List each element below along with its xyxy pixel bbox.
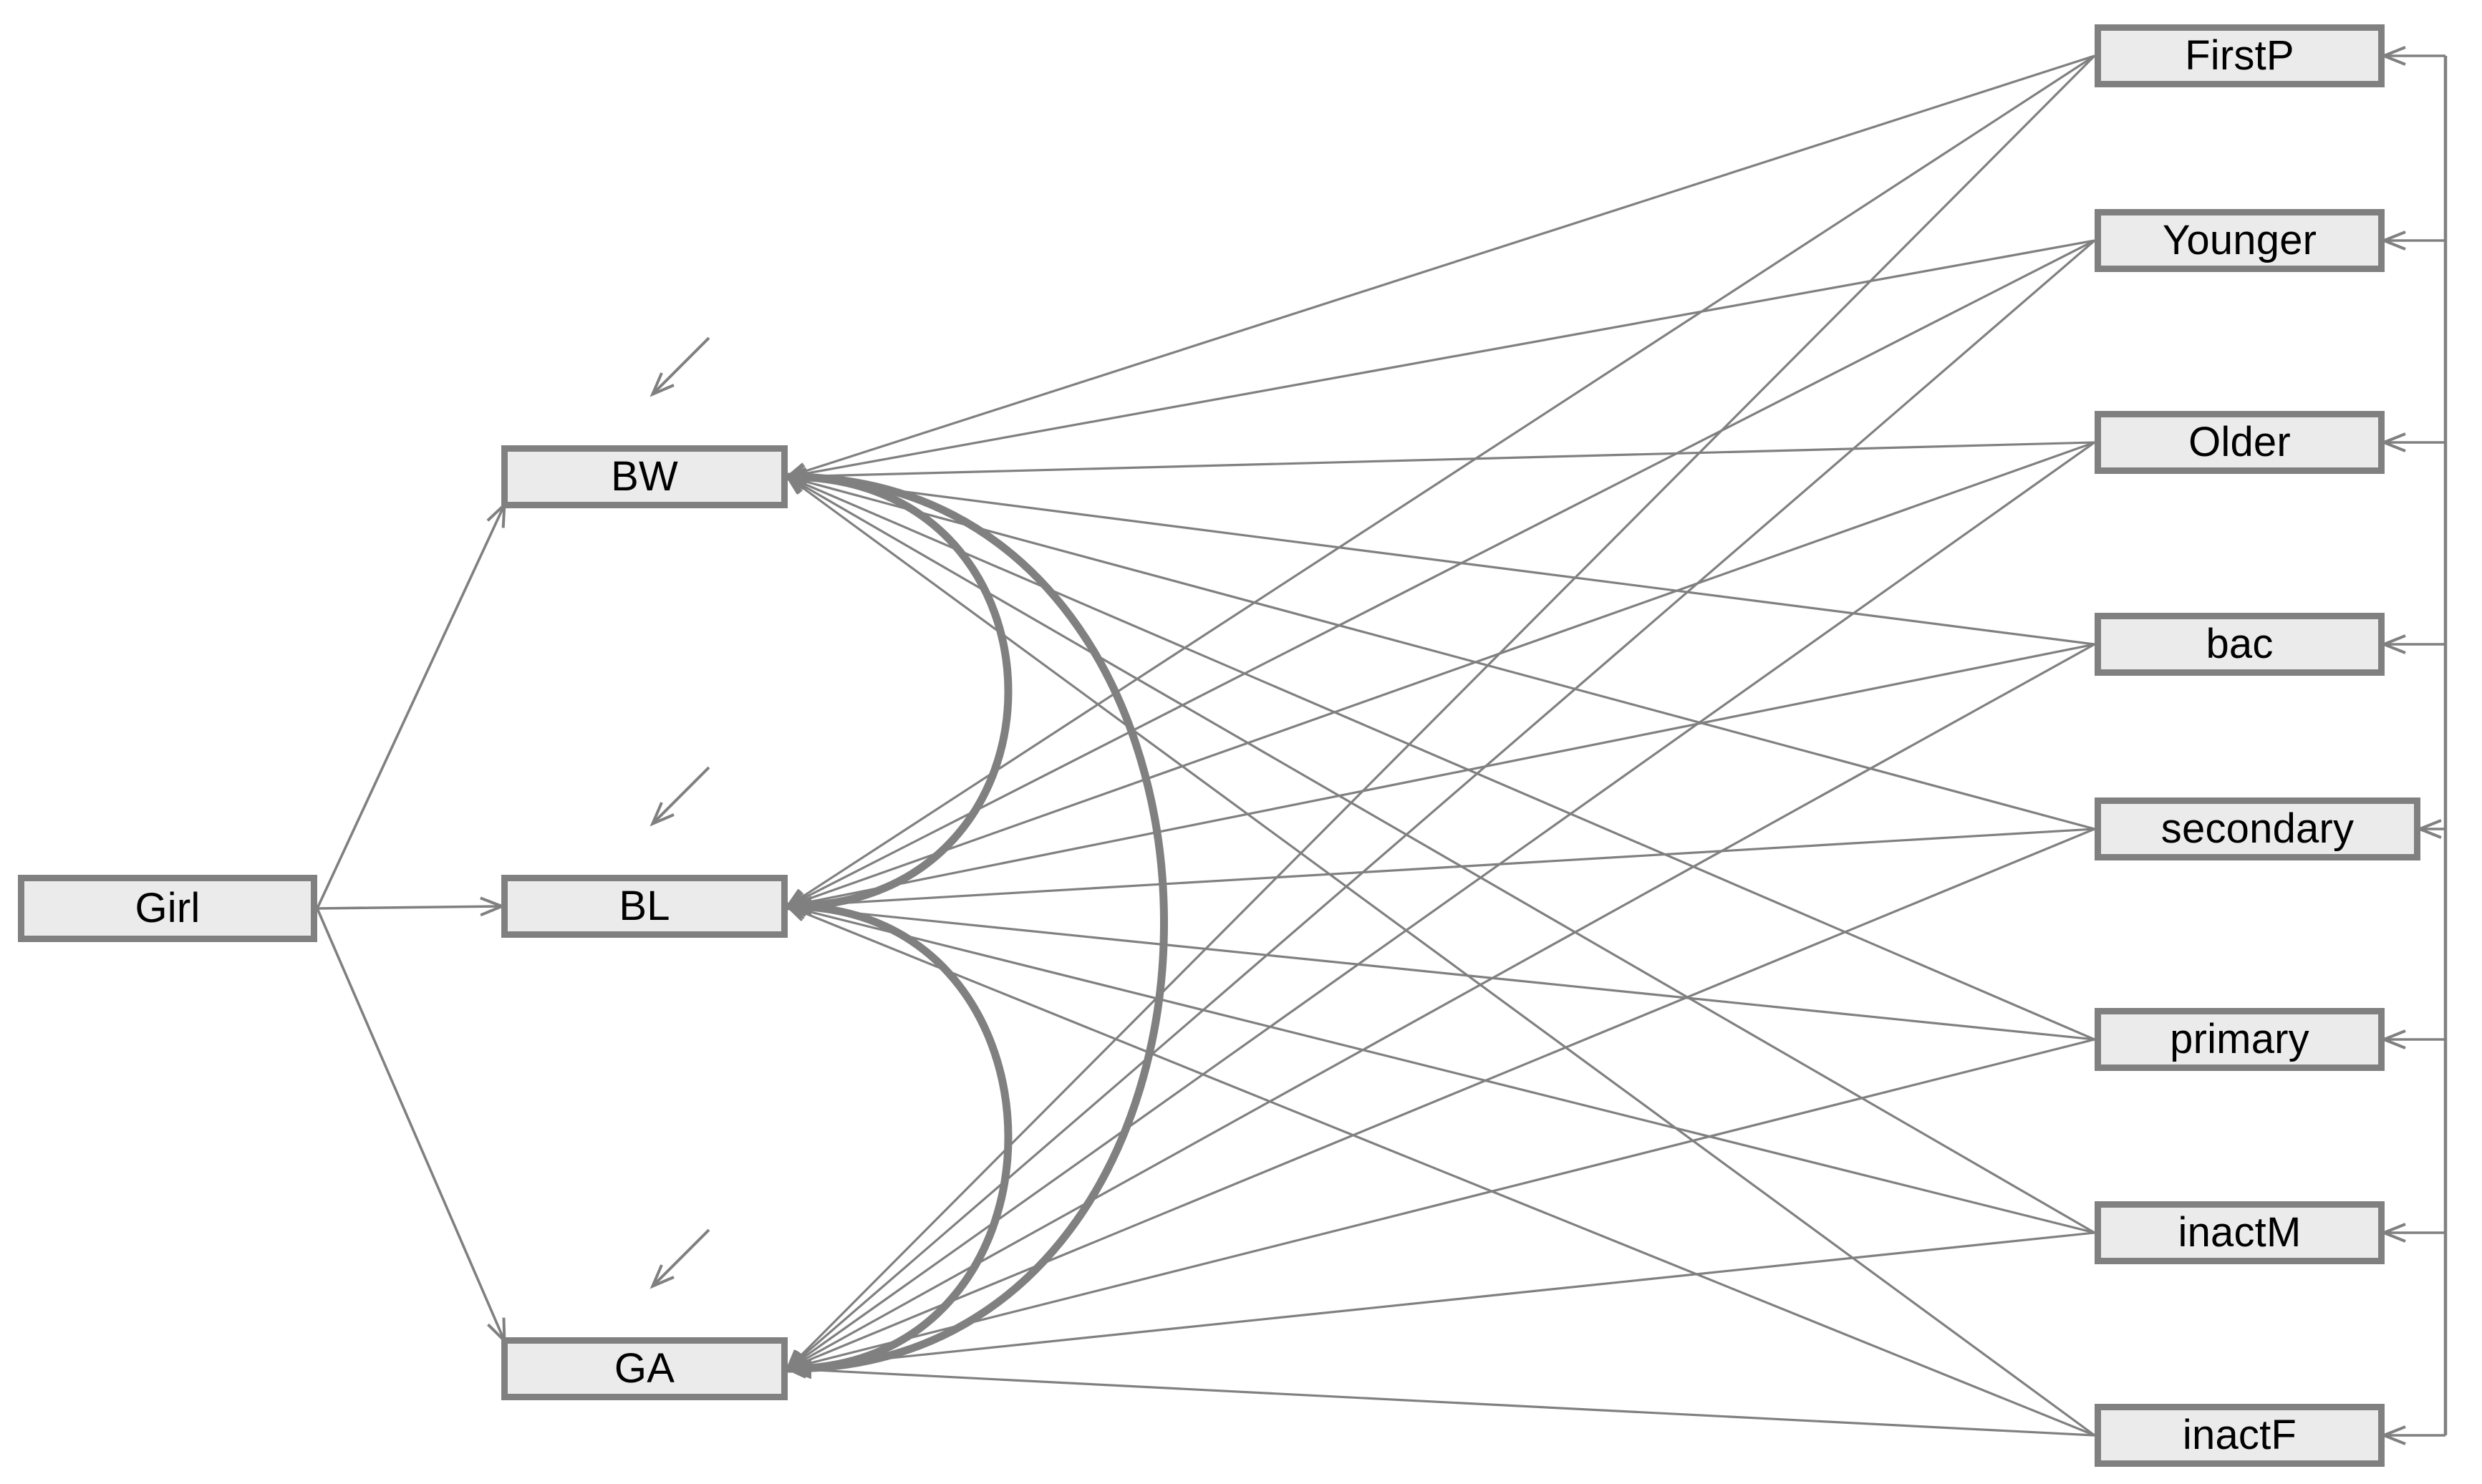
- node-inactf-label: inactF: [2182, 1412, 2297, 1458]
- node-ga-label: GA: [614, 1345, 675, 1392]
- node-bac[interactable]: bac: [2095, 613, 2385, 676]
- node-older[interactable]: Older: [2095, 411, 2385, 474]
- node-secondary-label: secondary: [2160, 805, 2355, 852]
- node-bl-label: BL: [619, 883, 670, 929]
- node-firstp-label: FirstP: [2185, 32, 2294, 79]
- node-bw-label: BW: [611, 453, 678, 500]
- node-inactm[interactable]: inactM: [2095, 1201, 2385, 1264]
- node-bac-label: bac: [2206, 621, 2274, 667]
- node-ga[interactable]: GA: [501, 1337, 788, 1400]
- node-older-label: Older: [2188, 419, 2291, 465]
- node-bw[interactable]: BW: [501, 445, 788, 508]
- node-bl[interactable]: BL: [501, 875, 788, 938]
- node-secondary[interactable]: secondary: [2095, 797, 2420, 860]
- node-inactf[interactable]: inactF: [2095, 1404, 2385, 1467]
- node-younger[interactable]: Younger: [2095, 209, 2385, 272]
- node-primary-label: primary: [2170, 1016, 2309, 1062]
- node-firstp[interactable]: FirstP: [2095, 24, 2385, 87]
- node-inactm-label: inactM: [2178, 1209, 2302, 1256]
- observed-to-latent-edges: [788, 54, 2096, 1437]
- node-primary[interactable]: primary: [2095, 1008, 2385, 1071]
- latent-covariance-arcs: [789, 477, 1168, 1369]
- node-girl-label: Girl: [135, 885, 201, 931]
- girl-to-latent-edges: [316, 501, 506, 1344]
- node-girl[interactable]: Girl: [18, 875, 317, 942]
- observed-covariance-bus: [2380, 46, 2448, 1445]
- residual-arrows: [650, 336, 710, 1289]
- node-younger-label: Younger: [2162, 217, 2317, 263]
